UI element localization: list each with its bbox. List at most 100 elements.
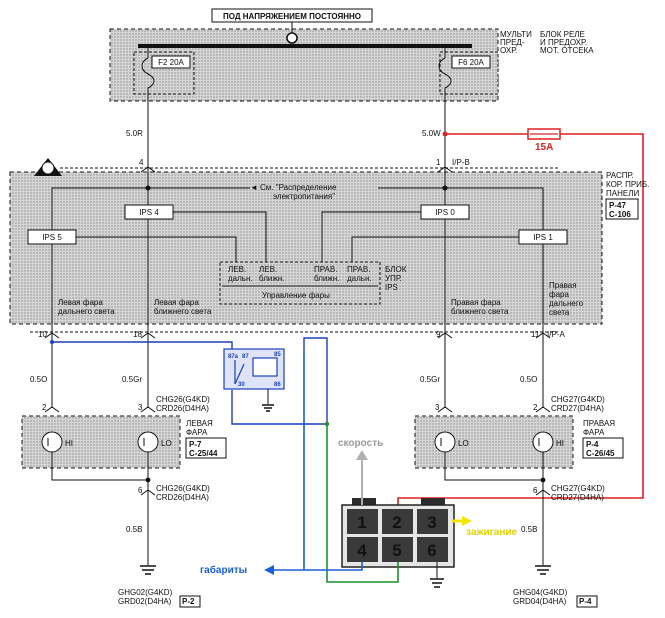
- speed-label: скорость: [338, 438, 383, 449]
- wire-mid-4: 0.5O: [520, 375, 537, 384]
- sw-label-3: ЛЕВ.: [259, 265, 277, 274]
- out-label-2b: ближнего света: [154, 307, 212, 316]
- parking-label: габариты: [200, 564, 247, 576]
- sw-label-7: ПРАВ.: [347, 265, 370, 274]
- out-label-1b: дальнего света: [58, 307, 115, 316]
- module-cell-3-label: 3: [427, 513, 436, 532]
- right-conn-bottom-2: CRD27(D4HA): [551, 493, 604, 502]
- pin-lamp-bottom-right: 6: [533, 486, 538, 495]
- bus-terminal: [286, 32, 298, 44]
- module-cell-4: [347, 537, 378, 562]
- pin-lamp-2: 3: [138, 403, 143, 412]
- block-label-1: БЛОК: [385, 265, 407, 274]
- connector-chevrons-bottom: [44, 332, 551, 339]
- ground-left-ref: P-2: [182, 597, 195, 606]
- right-conn-bottom-1: CHG27(G4KD): [551, 484, 605, 493]
- out-label-3b: ближнего света: [451, 307, 509, 316]
- left-lamp-label-2: ФАРА: [186, 428, 208, 437]
- module-signal-splice: [324, 421, 330, 427]
- ignition-arrow-head-icon: [462, 516, 472, 526]
- right-lamp-lo-label: LO: [458, 439, 469, 448]
- ground-right-ref-box: [576, 595, 598, 608]
- added-wire-splice: [442, 131, 448, 137]
- panel-label-2: КОР. ПРИБ.: [606, 180, 649, 189]
- control-block: [219, 261, 381, 305]
- wire-top-right: 5.0W: [422, 129, 441, 138]
- panel-label-1: РАСПР.: [606, 171, 634, 180]
- left-lamp-hi-bulb-icon: [41, 431, 63, 453]
- connector-chevrons-top: [140, 166, 453, 173]
- wire-mid-1: 0.5O: [30, 375, 47, 384]
- relay-hi-splice: [50, 340, 54, 344]
- sw-label-6: ближн.: [314, 274, 339, 283]
- out-label-1a: Левая фара: [58, 298, 103, 307]
- connector-ipb: I/P-B: [452, 158, 470, 167]
- parking-arrow-head-icon: [264, 565, 274, 575]
- wire-top-left: 5.0R: [126, 129, 143, 138]
- out-label-4a: Правая: [549, 281, 577, 290]
- relay-coil-wire: [231, 337, 328, 425]
- pin-lamp-1: 2: [42, 403, 47, 412]
- fuse-left-symbol: [141, 46, 155, 101]
- relay-pin-30: 30: [238, 382, 245, 388]
- relay-ground-icon: [262, 404, 274, 412]
- fuse-right-label-box: [451, 55, 491, 69]
- left-ground-icon: [140, 565, 156, 575]
- control-label: Управление фары: [262, 291, 330, 300]
- see-note-bg: [250, 181, 378, 203]
- left-lamp-label-1: ЛЕВАЯ: [186, 419, 213, 428]
- block-label-2: УПР.: [385, 274, 402, 283]
- parking-wire: [272, 352, 363, 571]
- lamp-feed-wires: [51, 330, 544, 408]
- module-tab-right: [421, 498, 445, 508]
- ips-0-label: IPS 0: [435, 208, 455, 217]
- ctrl-line-ips4: [173, 211, 267, 262]
- left-conn-bottom-1: CHG26(G4KD): [156, 484, 210, 493]
- right-ground-node: [540, 477, 546, 483]
- pin-lamp-bottom-left: 6: [138, 486, 143, 495]
- right-lamp-lo-bulb-icon: [434, 431, 456, 453]
- relay-pin-87: 87: [242, 354, 249, 360]
- right-lamp-ref-1: P-4: [586, 440, 599, 449]
- module-cell-2-label: 2: [392, 513, 401, 532]
- speed-arrow-head-icon: [356, 450, 368, 460]
- relay-pin-85: 85: [274, 352, 281, 358]
- connector-ipa: I/P-A: [547, 330, 565, 339]
- left-conn-1: CHG26(G4KD): [156, 395, 210, 404]
- wire-bottom-right: 0.5B: [521, 525, 537, 534]
- fuse-right-label: F6 20A: [458, 58, 484, 67]
- relay-pin-86: 86: [274, 382, 281, 388]
- ground-right-1: GHG04(G4KD): [513, 588, 568, 597]
- wire-bottom-left: 0.5B: [126, 525, 142, 534]
- left-lamp-lo-label: LO: [161, 439, 172, 448]
- module-cell-1: [347, 509, 378, 534]
- wire-mid-2: 0.5Gr: [122, 375, 142, 384]
- left-ground-node: [145, 477, 151, 483]
- module-ground-icon: [430, 578, 444, 588]
- pin-bottom-3: 9: [436, 330, 441, 339]
- left-lamp-ref-2: C-25/44: [189, 449, 218, 458]
- right-lamp-ref-box: [582, 437, 624, 459]
- ips-5-label: IPS 5: [42, 233, 62, 242]
- wire-mid-3: 0.5Gr: [420, 375, 440, 384]
- module-tab-left: [352, 498, 376, 508]
- out-label-4d: света: [549, 308, 570, 317]
- module-cell-3: [417, 509, 448, 534]
- ground-right-2: GRD04(D4HA): [513, 597, 567, 606]
- sw-label-4: ближн.: [259, 274, 284, 283]
- module-cell-6-label: 6: [427, 541, 436, 560]
- module-cell-4-label: 4: [357, 541, 367, 560]
- right-lamp-hi-label: HI: [556, 439, 564, 448]
- ground-left-1: GHG02(G4KD): [118, 588, 173, 597]
- out-label-4b: фара: [549, 290, 569, 299]
- left-conn-bottom-2: CRD26(D4HA): [156, 493, 209, 502]
- see-note-line-1: См. "Распределение: [260, 183, 337, 192]
- relay-box-label-2: И ПРЕДОХР.: [540, 38, 587, 47]
- right-lamp-label-2: ФАРА: [583, 428, 605, 437]
- pin-bottom-1: 10: [38, 330, 47, 339]
- sw-label-8: дальн.: [347, 274, 372, 283]
- module-cell-1-label: 1: [357, 513, 366, 532]
- relay-coil: [252, 357, 278, 377]
- see-note-line-2: электропитания": [273, 192, 335, 201]
